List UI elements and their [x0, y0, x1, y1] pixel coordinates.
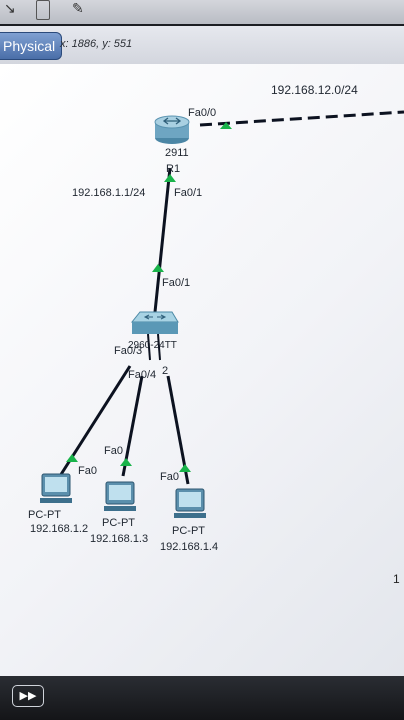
- switch-port-fa04-label: Fa0/4: [128, 369, 156, 381]
- note-tool-icon[interactable]: [36, 0, 50, 20]
- workspace-bar: Physical x: 1886, y: 551: [0, 26, 404, 65]
- pc1-port-label: Fa0: [78, 465, 97, 477]
- switch-port-fa03-label: Fa0/3: [114, 345, 142, 357]
- switch-icon[interactable]: [130, 311, 179, 334]
- switch-model-label: 2960-24TT: [128, 340, 177, 351]
- router-icon[interactable]: [154, 115, 190, 144]
- fast-forward-button[interactable]: ▶▶: [12, 685, 44, 707]
- remote-subnet-label: 192.168.12.0/24: [271, 83, 358, 97]
- line-tool-icon[interactable]: ↘: [4, 0, 16, 16]
- topology-diagram[interactable]: 192.168.12.0/24 Fa0/0 2911 R1 192.168.1.…: [0, 64, 404, 676]
- link-indicator-r1-fa01: [164, 174, 176, 182]
- link-r1-switch[interactable]: [153, 167, 172, 313]
- link-indicator-fa00: [220, 122, 232, 129]
- link-indicator-pc2: [120, 458, 132, 466]
- pc-icon[interactable]: [174, 488, 206, 518]
- pc2-type-label: PC-PT: [102, 517, 135, 529]
- link-indicator-pc1: [66, 454, 78, 462]
- router-port-fa00-label: Fa0/0: [188, 107, 216, 119]
- link-indicator-sw-fa01: [152, 264, 164, 272]
- pc2-ip-label: 192.168.1.3: [90, 533, 148, 545]
- router-name-label: R1: [166, 163, 180, 175]
- switch-port-fa01-label: Fa0/1: [162, 277, 190, 289]
- lan-ip-label: 192.168.1.1/24: [72, 187, 145, 199]
- pencil-tool-icon[interactable]: ✎: [72, 0, 84, 16]
- cursor-coordinates: x: 1886, y: 551: [60, 38, 133, 50]
- physical-mode-tab[interactable]: Physical: [0, 32, 63, 60]
- router-model-label: 2911: [165, 147, 189, 159]
- link-switch-port2b: [157, 333, 161, 361]
- pc2-port-label: Fa0: [104, 445, 123, 457]
- router-port-fa01-label: Fa0/1: [174, 187, 202, 199]
- link-indicator-pc3: [179, 464, 191, 472]
- pc1-type-label: PC-PT: [28, 509, 61, 521]
- logical-workspace[interactable]: 192.168.12.0/24 Fa0/0 2911 R1 192.168.1.…: [0, 64, 404, 676]
- wan-link[interactable]: [199, 110, 404, 127]
- pc3-port-label: Fa0: [160, 471, 179, 483]
- simulation-bar: ▶▶: [0, 676, 404, 720]
- offscreen-label: 1: [393, 572, 400, 586]
- link-switch-port2: [147, 333, 151, 361]
- top-toolbar: ↘ ✎: [0, 0, 404, 24]
- pc3-type-label: PC-PT: [172, 525, 205, 537]
- pc3-ip-label: 192.168.1.4: [160, 541, 218, 553]
- pc-icon[interactable]: [40, 473, 72, 503]
- pc1-ip-label: 192.168.1.2: [30, 523, 88, 535]
- pc-icon[interactable]: [104, 481, 136, 511]
- switch-port-2-label: 2: [162, 365, 168, 377]
